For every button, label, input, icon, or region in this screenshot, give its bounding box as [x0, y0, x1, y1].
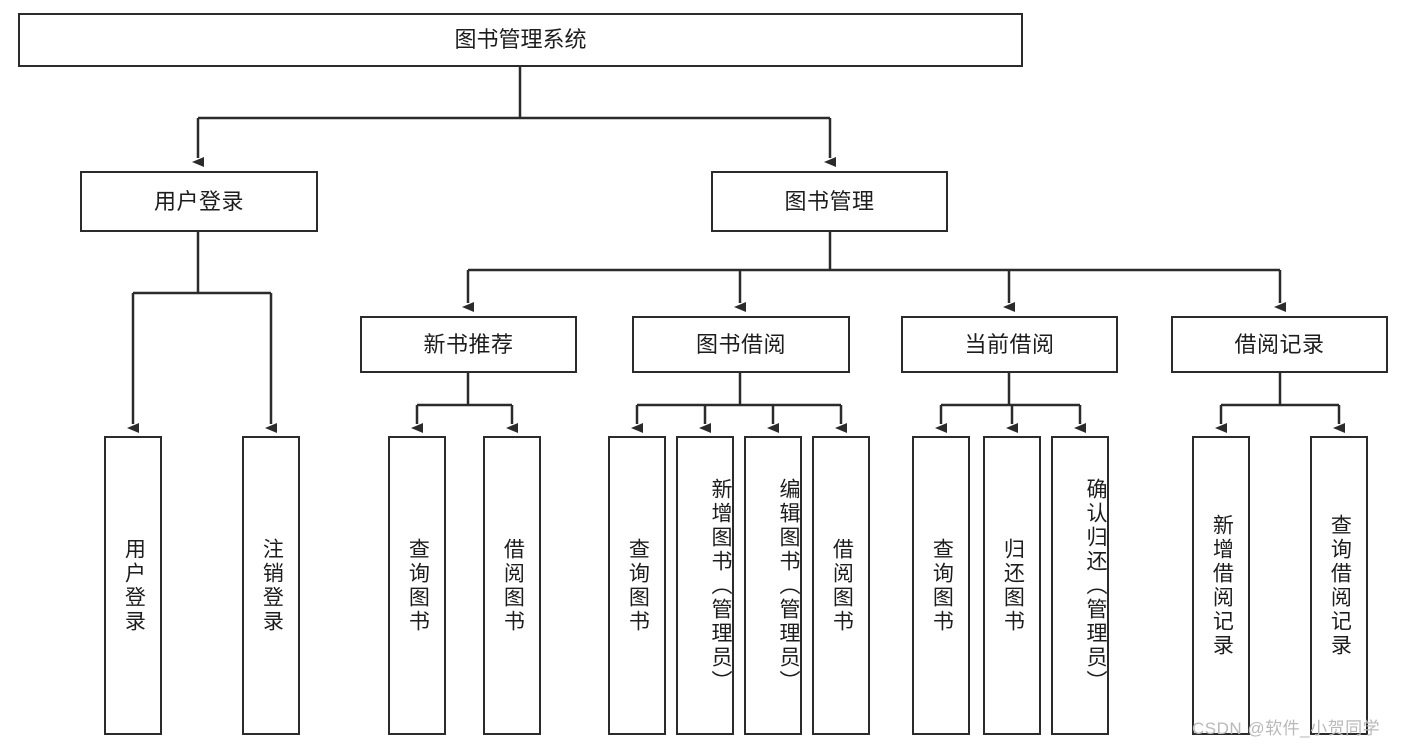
node-leaf-query-book[interactable]: 查询图书: [608, 436, 666, 735]
node-leaf-borrow-book[interactable]: 借阅图书: [812, 436, 870, 735]
node-borrow-record[interactable]: 借阅记录: [1171, 316, 1388, 373]
node-root-label: 图书管理系统: [454, 27, 587, 53]
node-new-book-rec-label: 新书推荐: [423, 331, 514, 357]
node-leaf-borrow-book-rec[interactable]: 借阅图书: [483, 436, 541, 735]
node-new-book-rec[interactable]: 新书推荐: [360, 316, 577, 373]
node-leaf-query-book-cur[interactable]: 查询图书: [912, 436, 970, 735]
node-leaf-borrow-book-rec-label: 借阅图书: [501, 537, 525, 634]
node-borrow-record-label: 借阅记录: [1234, 331, 1325, 357]
node-user-login-label: 用户登录: [153, 188, 244, 214]
node-leaf-add-book[interactable]: 新增图书（管理员）: [676, 436, 734, 735]
node-leaf-borrow-book-label: 借阅图书: [830, 537, 854, 634]
node-leaf-add-record-label: 新增借阅记录: [1210, 513, 1234, 658]
node-current-borrow-label: 当前借阅: [964, 331, 1055, 357]
node-leaf-query-record-label: 查询借阅记录: [1328, 513, 1352, 658]
node-leaf-query-book-cur-label: 查询图书: [930, 537, 954, 634]
node-leaf-query-book-label: 查询图书: [626, 537, 650, 634]
node-leaf-confirm-return[interactable]: 确认归还（管理员）: [1051, 436, 1109, 735]
watermark: CSDN @软件_小贺同学: [1192, 719, 1381, 738]
node-current-borrow[interactable]: 当前借阅: [901, 316, 1118, 373]
node-user-login[interactable]: 用户登录: [80, 171, 318, 232]
node-leaf-edit-book-label: 编辑图书（管理员）: [777, 477, 800, 694]
node-leaf-user-login[interactable]: 用户登录: [104, 436, 162, 735]
node-leaf-user-login-label: 用户登录: [122, 537, 146, 634]
node-leaf-add-record[interactable]: 新增借阅记录: [1192, 436, 1250, 735]
node-leaf-query-record[interactable]: 查询借阅记录: [1310, 436, 1368, 735]
node-leaf-edit-book[interactable]: 编辑图书（管理员）: [744, 436, 802, 735]
node-leaf-confirm-return-label: 确认归还（管理员）: [1084, 477, 1107, 694]
node-root[interactable]: 图书管理系统: [18, 13, 1023, 67]
node-leaf-query-book-rec-label: 查询图书: [406, 537, 430, 634]
node-leaf-return-book-label: 归还图书: [1001, 537, 1025, 634]
node-leaf-user-logout-label: 注销登录: [260, 537, 284, 634]
node-leaf-add-book-label: 新增图书（管理员）: [709, 477, 732, 694]
node-leaf-query-book-rec[interactable]: 查询图书: [388, 436, 446, 735]
node-book-borrow[interactable]: 图书借阅: [632, 316, 850, 373]
node-book-borrow-label: 图书借阅: [695, 331, 786, 357]
node-book-manage[interactable]: 图书管理: [711, 171, 948, 232]
node-book-manage-label: 图书管理: [784, 188, 875, 214]
node-leaf-return-book[interactable]: 归还图书: [983, 436, 1041, 735]
node-leaf-user-logout[interactable]: 注销登录: [242, 436, 300, 735]
